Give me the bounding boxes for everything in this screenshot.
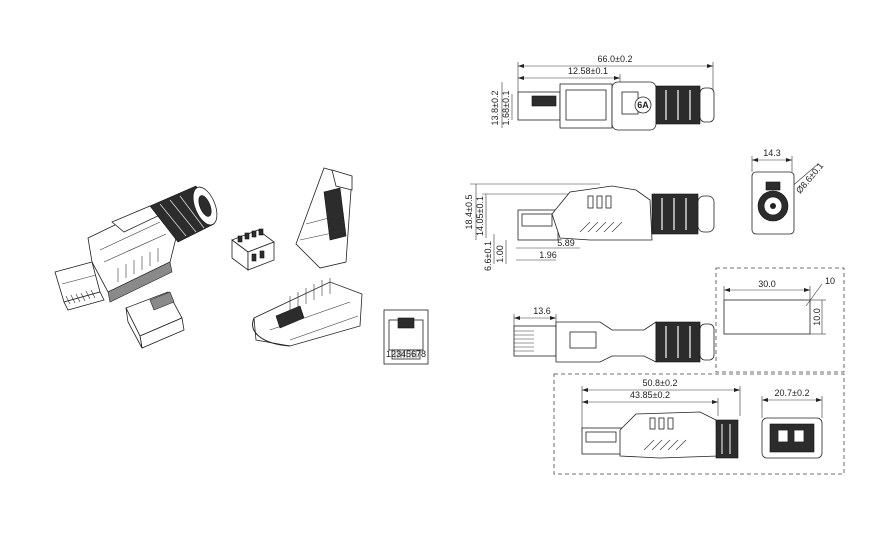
dim-end-width: 14.3: [763, 148, 781, 158]
iso-dust-cap: [125, 291, 185, 349]
iso-wire-manager: [231, 228, 275, 271]
dim-latch-length: 12.58±0.1: [568, 66, 608, 76]
category-badge: 6A: [637, 100, 649, 110]
iso-assembled-connector: [54, 185, 218, 311]
dim-pitch-b: 1.96: [539, 250, 557, 260]
bottom-view: 13.6: [513, 306, 715, 363]
dim-pitch-a: 5.89: [557, 238, 575, 248]
dim-overall-length: 66.0±0.2: [598, 54, 633, 64]
front-view-plug: 12345678: [383, 309, 429, 365]
label-detail-box: 30.0 10.0 10: [715, 267, 845, 373]
dim-latch-height: 1.68±0.1: [501, 91, 511, 126]
dim-gland-diameter: 20.7±0.2: [775, 388, 810, 398]
dim-contact-height: 6.6±0.1: [483, 241, 493, 271]
end-view: 14.3 Ø8.6±0.1: [751, 148, 825, 235]
dim-label-corner: 10: [825, 276, 835, 286]
dim-overall-height: 18.4±0.5: [464, 195, 474, 230]
dim-short-length: 50.8±0.2: [643, 378, 678, 388]
short-version-box: 50.8±0.2 43.85±0.2 20.7±0.2: [553, 373, 845, 475]
dim-label-height: 10.0: [812, 308, 822, 326]
dim-tip-length: 13.6: [533, 306, 551, 316]
side-view: 18.4±0.5 14.05±0.1 6.6±0.1 1.00 5.89 1.9…: [464, 183, 715, 271]
contact-strip-marking: 12345678: [386, 349, 426, 359]
dim-contact-offset: 1.00: [495, 245, 505, 263]
dim-body-height: 14.05±0.1: [475, 196, 485, 236]
top-view: 66.0±0.2 12.58±0.1 13.8±0.2 1.68±0.1 6A: [490, 54, 715, 131]
dim-short-body-length: 43.85±0.2: [630, 390, 670, 400]
dim-cable-diameter: Ø8.6±0.1: [794, 161, 825, 196]
dim-height: 13.8±0.2: [490, 91, 500, 126]
dim-label-length: 30.0: [758, 279, 776, 289]
iso-open-connector: [252, 167, 363, 347]
